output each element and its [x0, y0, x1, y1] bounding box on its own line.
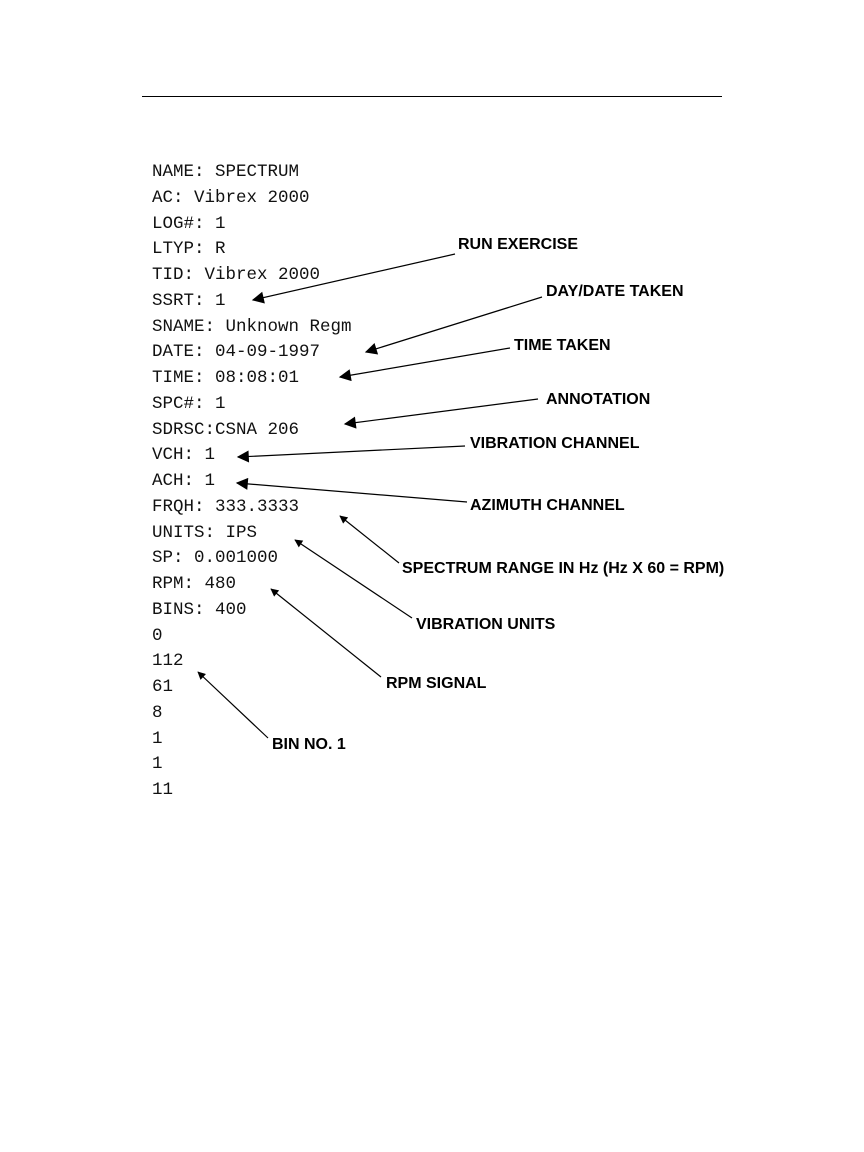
listing-line-spc: SPC#: 1 — [152, 393, 226, 414]
spectrum-file-listing: NAME: SPECTRUM AC: Vibrex 2000 LOG#: 1 L… — [152, 160, 352, 804]
callout-vibration-channel: VIBRATION CHANNEL — [470, 435, 640, 452]
listing-line-date: DATE: 04-09-1997 — [152, 342, 321, 363]
listing-line-sname: SNAME: Unknown Regm — [152, 316, 352, 337]
arrow-rpm-signal — [270, 588, 382, 678]
listing-line-bin-6: 11 — [152, 780, 174, 800]
listing-line-bins: BINS: 400 — [152, 599, 247, 620]
arrow-spectrum-range — [339, 515, 400, 564]
listing-line-bin-2: 61 — [152, 677, 174, 697]
listing-line-rpm: RPM: 480 — [152, 574, 237, 594]
arrow-time-taken — [338, 347, 511, 382]
callout-spectrum-range: SPECTRUM RANGE IN Hz (Hz X 60 = RPM) — [402, 560, 725, 577]
arrow-vibration-units — [294, 539, 413, 619]
listing-line-time: TIME: 08:08:01 — [152, 368, 300, 388]
listing-line-log: LOG#: 1 — [152, 213, 226, 234]
listing-line-units: UNITS: IPS — [152, 522, 258, 543]
listing-line-bin-0: 0 — [152, 625, 163, 646]
callout-rpm-signal: RPM SIGNAL — [386, 675, 487, 692]
listing-line-frqh: FRQH: 333.3333 — [152, 496, 300, 517]
arrow-vibration-channel — [236, 445, 466, 463]
listing-line-name: NAME: SPECTRUM — [152, 162, 300, 182]
listing-line-bin-5: 1 — [152, 754, 163, 775]
listing-line-bin-3: 8 — [152, 702, 163, 723]
header-rule — [142, 96, 722, 97]
listing-line-bin-1: 112 — [152, 651, 184, 672]
callout-azimuth-channel: AZIMUTH CHANNEL — [470, 497, 625, 514]
callout-bin-no-1: BIN NO. 1 — [272, 736, 346, 753]
callout-vibration-units: VIBRATION UNITS — [416, 616, 556, 633]
arrow-annotation — [343, 398, 539, 429]
listing-line-ltyp: LTYP: R — [152, 239, 226, 260]
arrow-bin-no-1 — [197, 671, 269, 739]
listing-line-ac: AC: Vibrex 2000 — [152, 187, 310, 208]
listing-line-vch: VCH: 1 — [152, 445, 216, 466]
listing-line-ssrt: SSRT: 1 — [152, 290, 226, 311]
listing-line-sp: SP: 0.001000 — [152, 548, 279, 569]
callout-time-taken: TIME TAKEN — [514, 337, 611, 354]
listing-line-tid: TID: Vibrex 2000 — [152, 265, 321, 285]
callout-day-date-taken: DAY/DATE TAKEN — [546, 283, 684, 300]
listing-line-sdrsc: SDRSC:CSNA 206 — [152, 419, 300, 440]
arrow-run-exercise — [251, 253, 456, 304]
listing-line-bin-4: 1 — [152, 728, 163, 749]
arrow-azimuth-channel — [235, 477, 468, 503]
arrow-day-date-taken — [364, 296, 543, 355]
callout-annotation: ANNOTATION — [546, 391, 651, 408]
listing-line-ach: ACH: 1 — [152, 471, 216, 491]
callout-run-exercise: RUN EXERCISE — [458, 236, 579, 253]
